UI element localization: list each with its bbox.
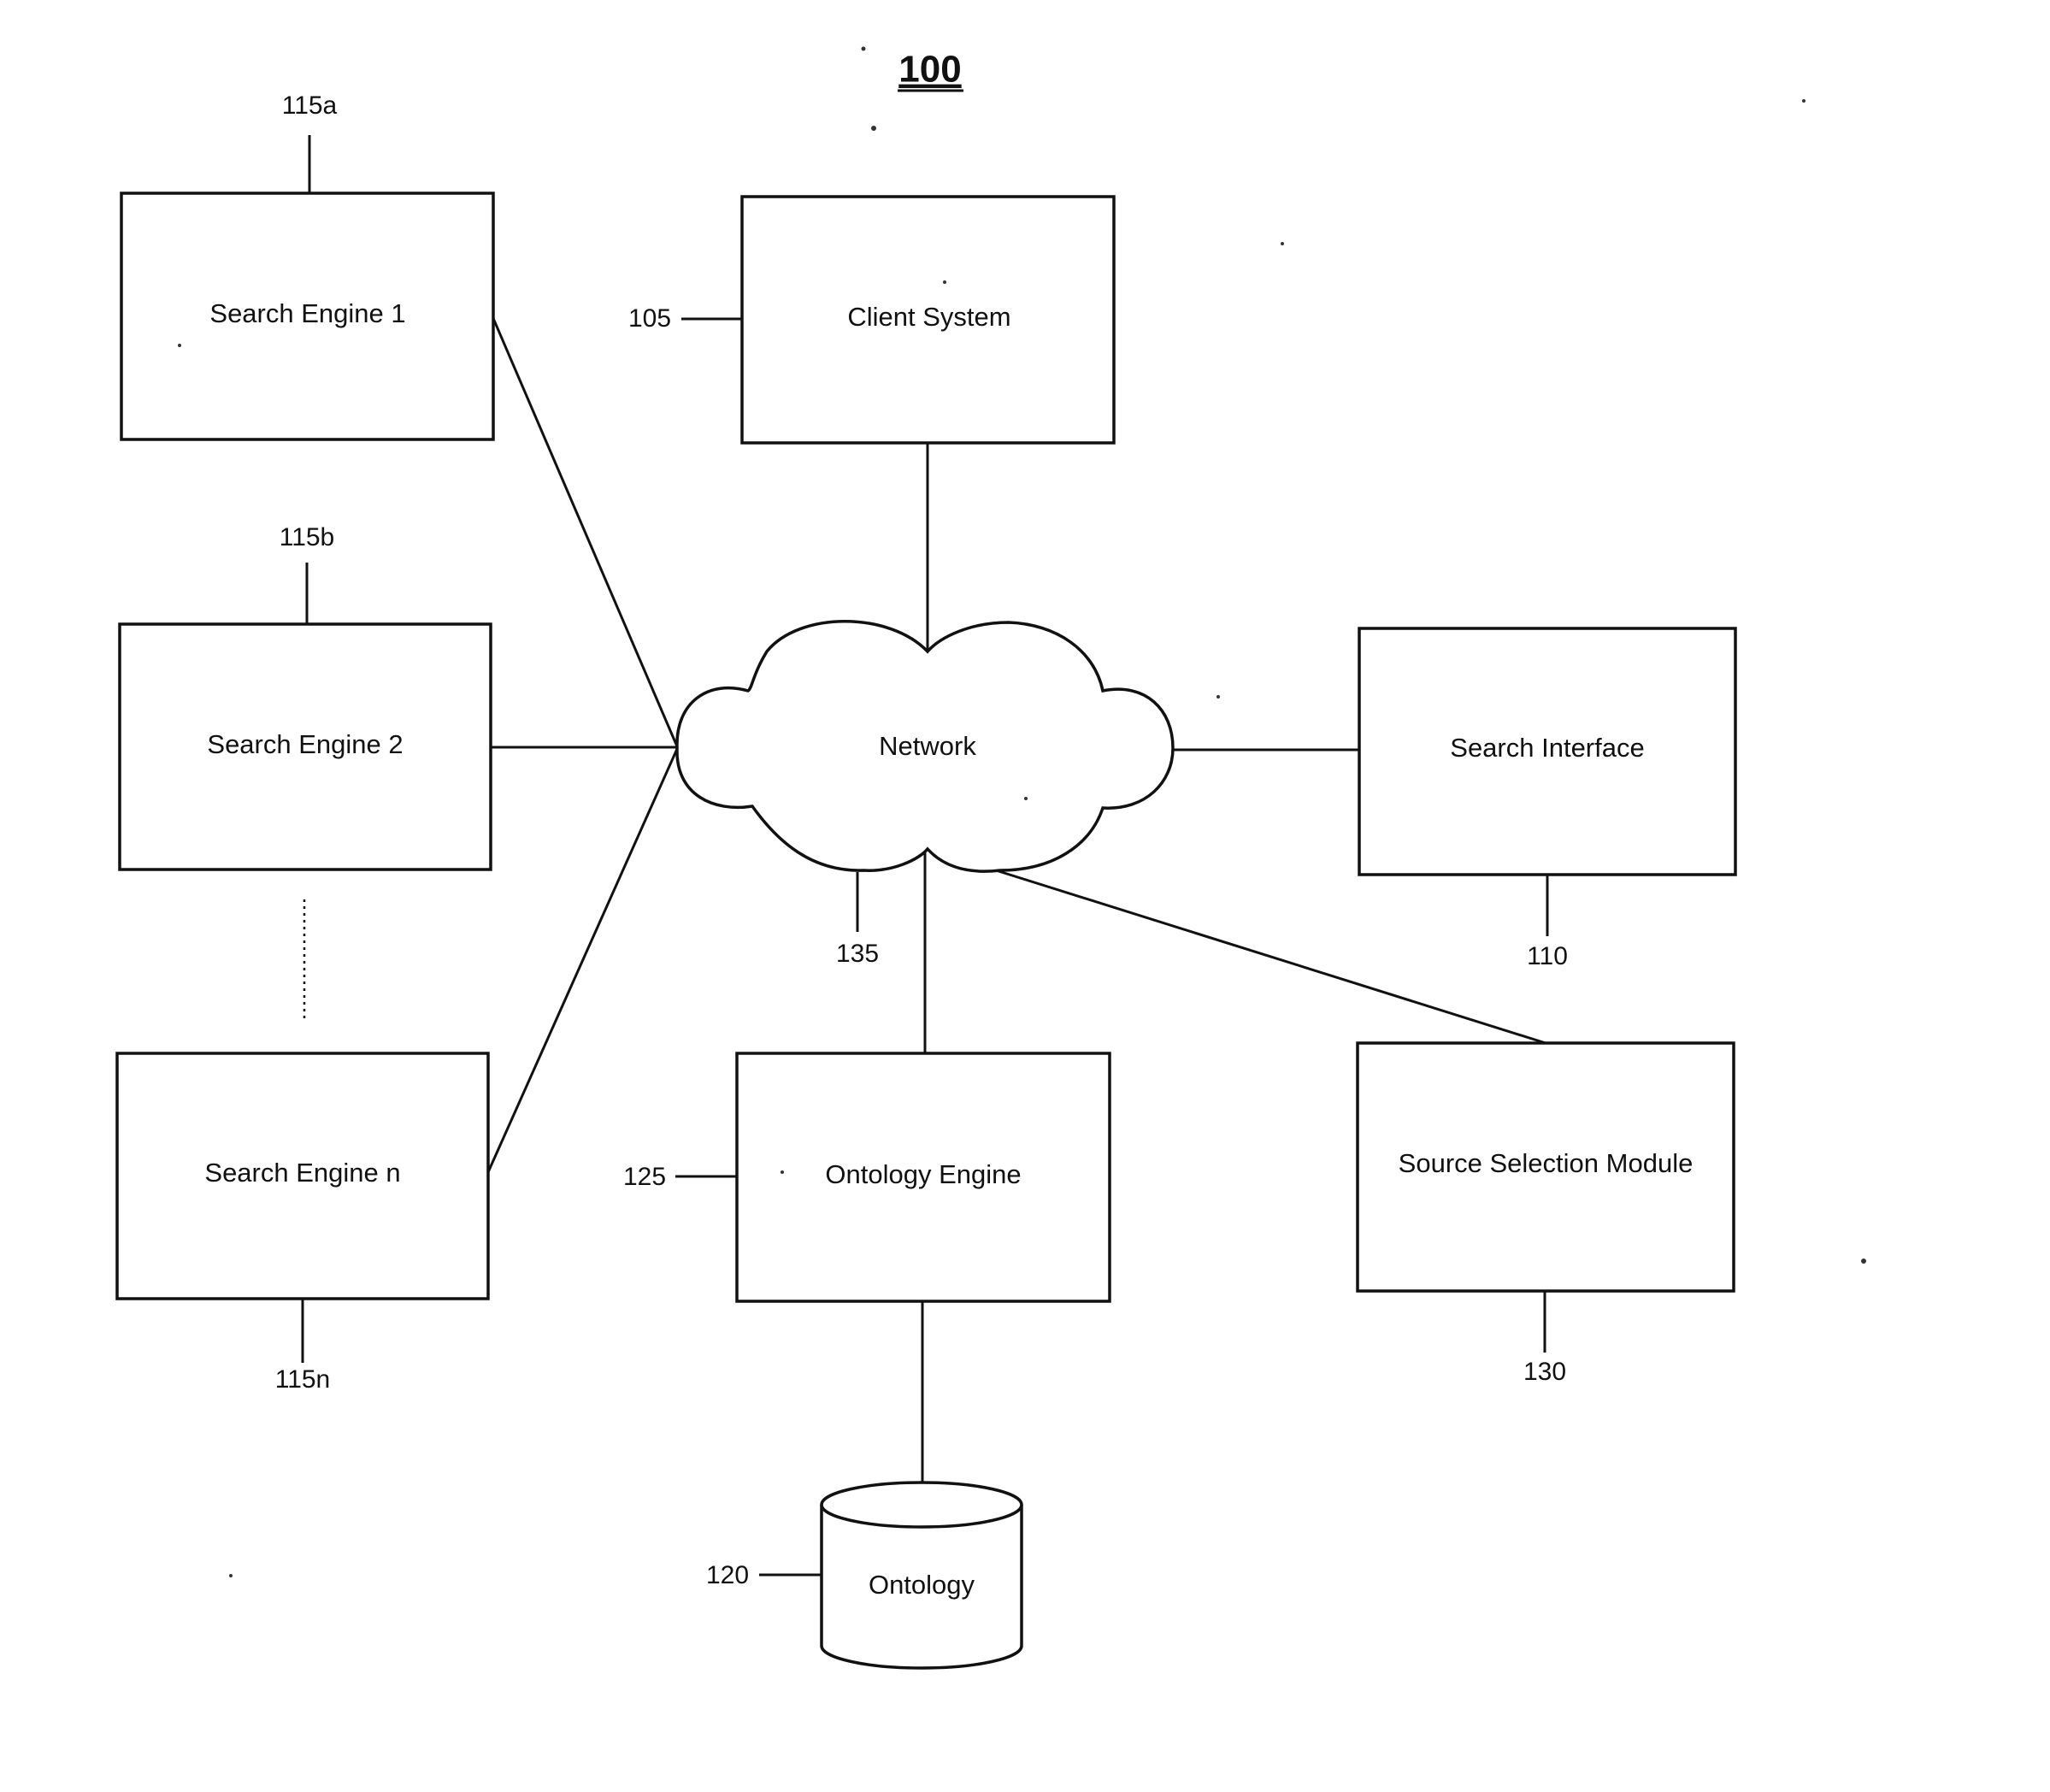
network-ref: 135	[836, 940, 879, 968]
search-engine-2-node: Search Engine 2 115b	[120, 523, 491, 869]
edge-network-source-selection	[996, 870, 1546, 1043]
search-engine-n-ref: 115n	[275, 1365, 331, 1394]
ontology-label: Ontology	[869, 1570, 975, 1600]
client-system-label: Client System	[847, 302, 1010, 332]
search-engine-n-label: Search Engine n	[204, 1158, 400, 1188]
edge-search-engine-n-network	[488, 749, 677, 1172]
search-engine-1-node: Search Engine 1 115a	[121, 91, 493, 439]
search-engine-n-node: Search Engine n 115n	[117, 1053, 488, 1394]
search-engine-1-label: Search Engine 1	[209, 298, 405, 328]
search-engine-1-ref: 115a	[282, 91, 338, 120]
search-engine-2-ref: 115b	[280, 523, 335, 551]
client-system-node: Client System 105	[628, 197, 1114, 443]
network-label: Network	[879, 731, 976, 761]
ontology-ref: 120	[706, 1561, 749, 1589]
edge-search-engine-1-network	[492, 316, 677, 746]
source-selection-module-label: Source Selection Module	[1399, 1148, 1694, 1178]
figure-number: 100	[898, 49, 961, 91]
ontology-node: Ontology 120	[706, 1483, 1022, 1668]
source-selection-module-ref: 130	[1523, 1358, 1566, 1386]
client-system-ref: 105	[628, 304, 671, 333]
search-engine-2-label: Search Engine 2	[207, 729, 403, 759]
ontology-engine-label: Ontology Engine	[825, 1159, 1021, 1189]
search-interface-ref: 110	[1527, 942, 1568, 970]
ontology-engine-node: Ontology Engine 125	[623, 1053, 1110, 1301]
search-interface-label: Search Interface	[1450, 733, 1644, 763]
source-selection-module-node: Source Selection Module 130	[1358, 1043, 1734, 1386]
ontology-cylinder-top	[822, 1483, 1022, 1527]
search-interface-node: Search Interface 110	[1359, 628, 1735, 970]
ontology-engine-ref: 125	[623, 1163, 666, 1191]
